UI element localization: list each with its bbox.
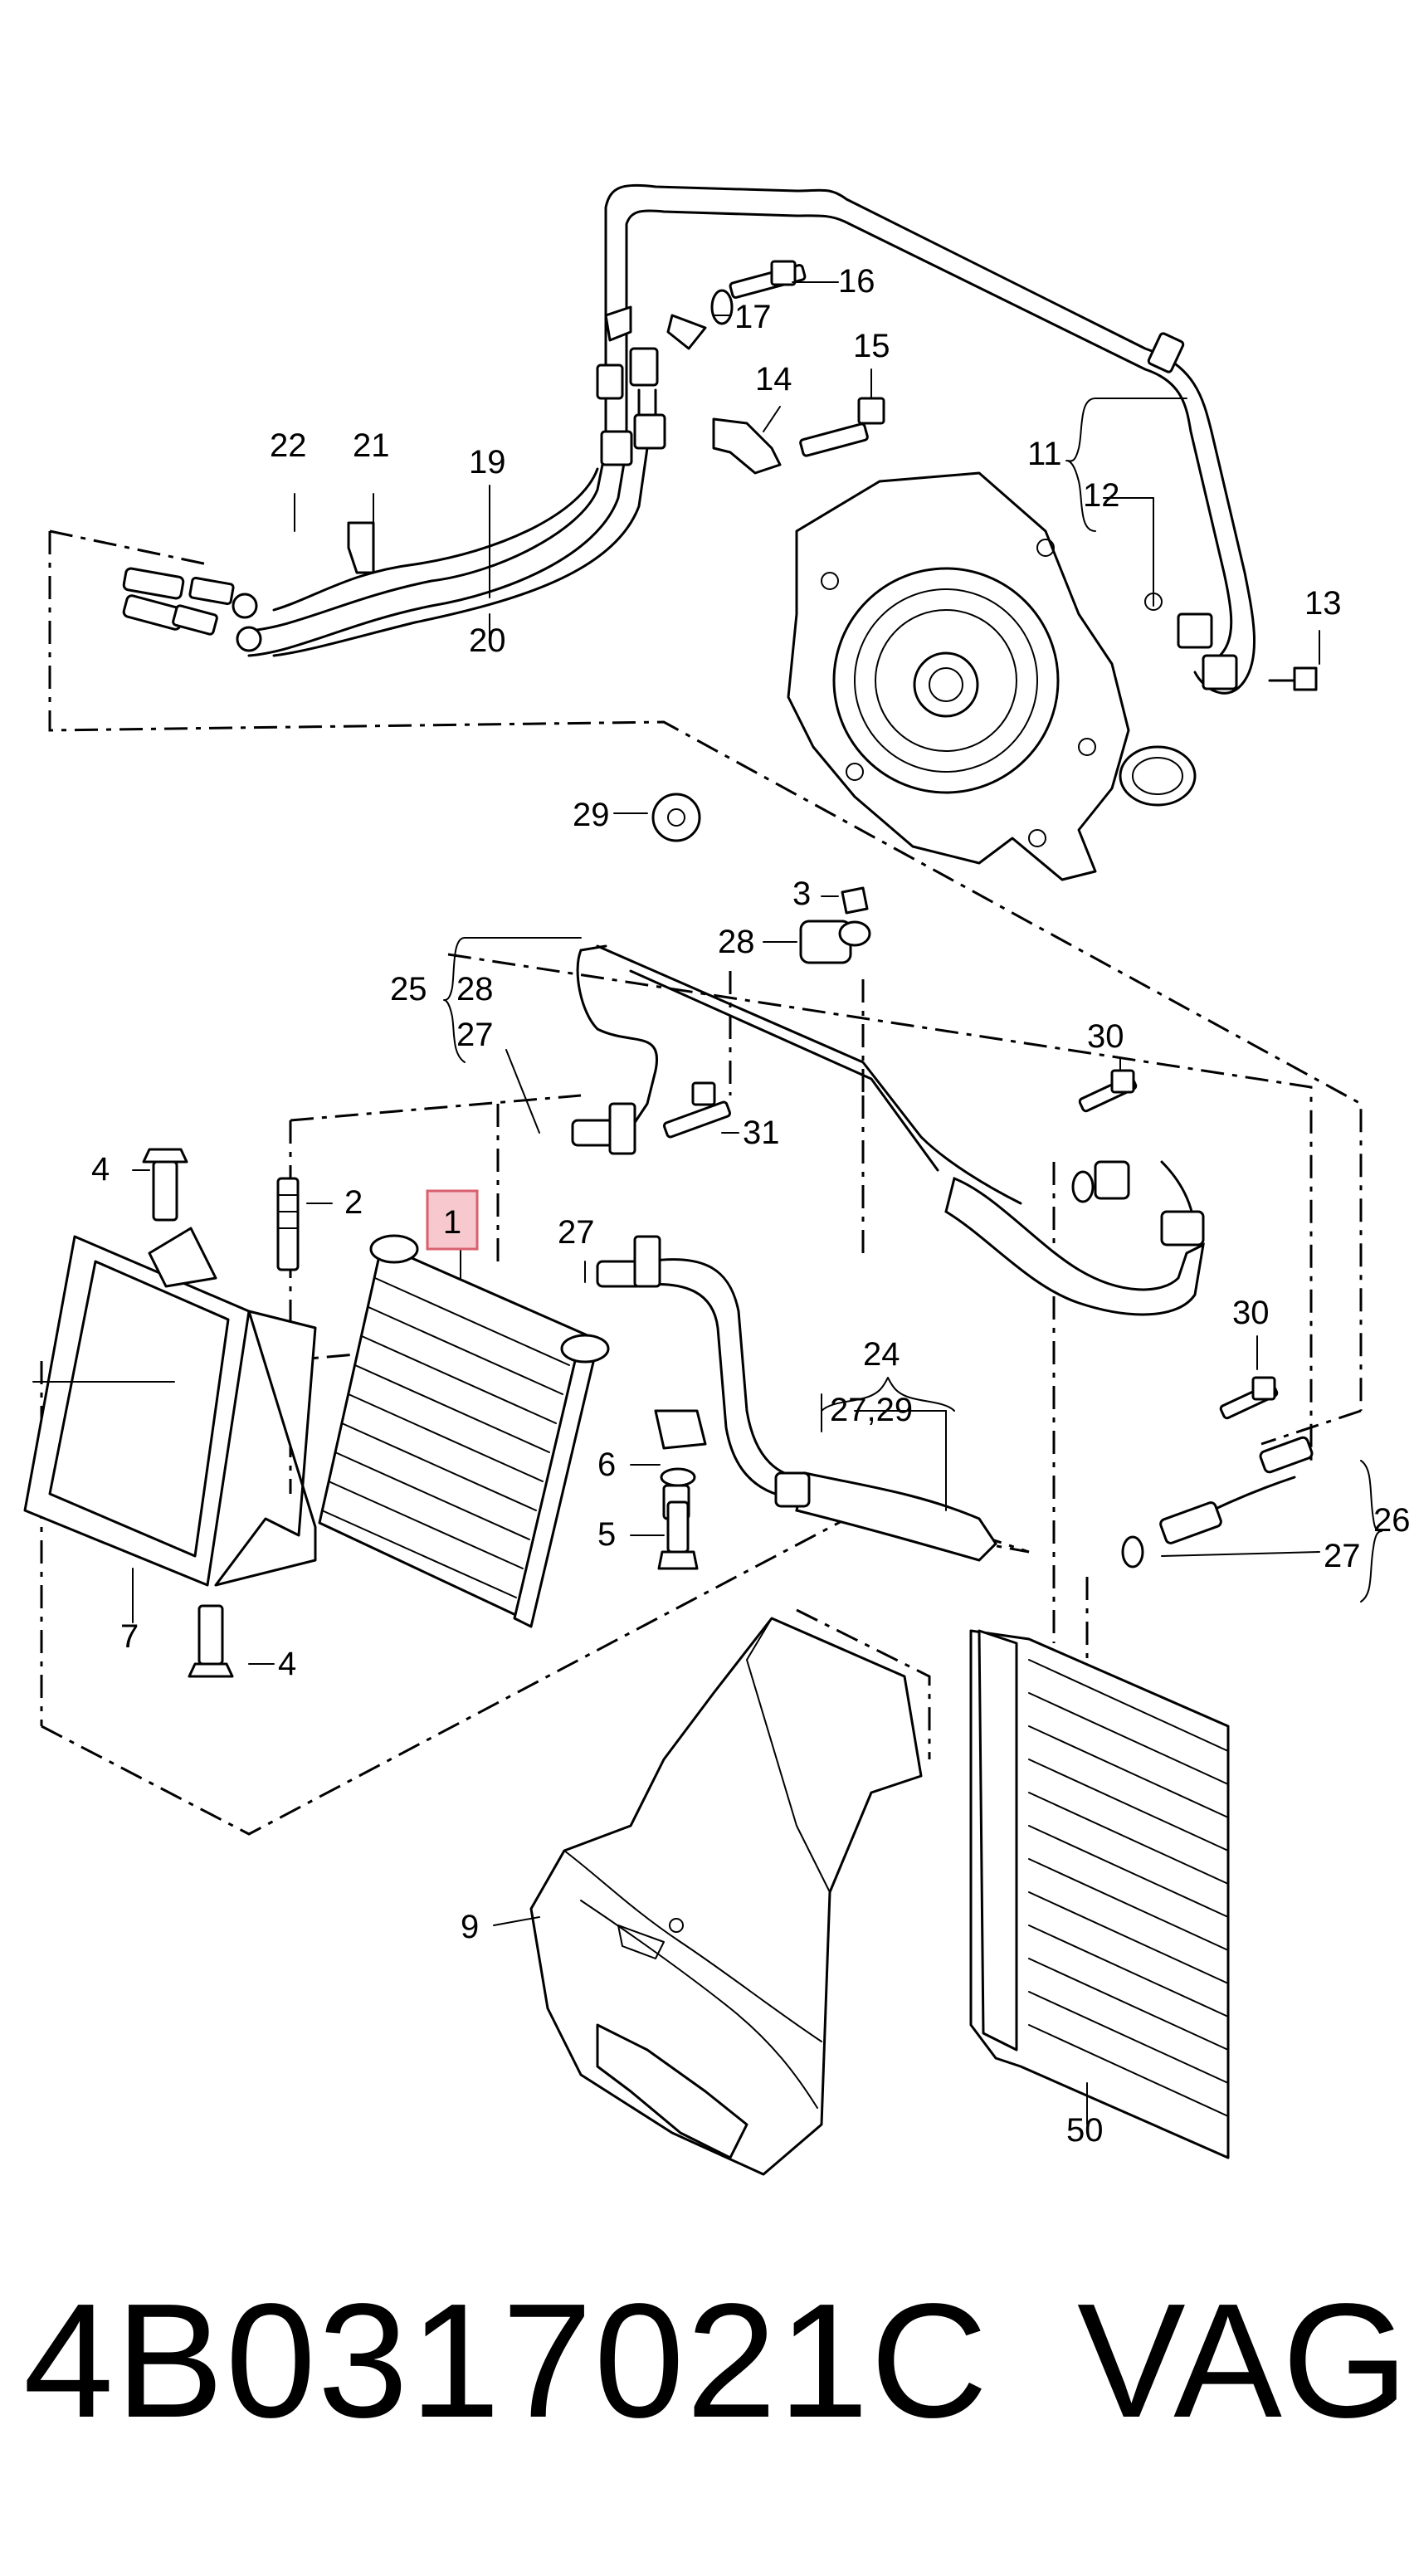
callout-12: 12 <box>1083 477 1120 514</box>
callout-24: 24 <box>863 1336 900 1373</box>
callout-26: 26 <box>1373 1502 1411 1539</box>
pipe-end-fittings <box>122 567 262 652</box>
callout-3: 3 <box>792 876 811 912</box>
callout-19: 19 <box>469 444 506 481</box>
callout-30-lower: 30 <box>1232 1295 1270 1331</box>
callout-7: 7 <box>120 1618 139 1655</box>
grommet-and-clamp <box>651 793 871 964</box>
callout-11: 11 <box>1027 436 1062 472</box>
callout-27-middle: 27 <box>558 1214 595 1251</box>
transmission-oil-pipes <box>247 183 1256 695</box>
callout-leader-lines <box>132 281 1382 2125</box>
transmission-housing <box>787 471 1197 881</box>
callout-20: 20 <box>469 622 506 659</box>
bracket-and-bolts-14-15-16 <box>710 260 885 475</box>
radiator-part-50 <box>969 1629 1230 2159</box>
callout-15: 15 <box>853 328 890 364</box>
callout-4-bottom: 4 <box>278 1646 296 1682</box>
union-fittings-12-13 <box>1144 593 1318 691</box>
callout-14: 14 <box>755 361 792 398</box>
dashed-assembly-lines <box>40 529 1363 1836</box>
callout-31: 31 <box>743 1115 780 1151</box>
cooler-bracket-part-7 <box>23 1227 317 1587</box>
oil-cooler-part-1 <box>318 1234 610 1628</box>
cooler-pipes-and-hoses <box>571 944 1314 1569</box>
callout-9: 9 <box>461 1909 479 1945</box>
callout-13: 13 <box>1304 585 1342 622</box>
callout-4-top: 4 <box>91 1151 110 1188</box>
callout-22: 22 <box>270 427 307 464</box>
callout-28-top: 28 <box>718 924 755 960</box>
callout-labels: 1 16 17 15 14 22 21 19 20 11 12 13 29 3 … <box>91 263 1411 2149</box>
callout-30-upper: 30 <box>1087 1018 1124 1055</box>
highlighted-part-box <box>426 1189 479 1251</box>
callout-27-upper: 27 <box>456 1017 494 1053</box>
callout-24-sub: 27,29 <box>830 1392 913 1428</box>
callout-16: 16 <box>838 263 875 300</box>
bolts-2-4-5-6 <box>142 1148 707 1678</box>
callout-5: 5 <box>597 1516 616 1553</box>
callout-21: 21 <box>353 427 390 464</box>
callout-2: 2 <box>344 1184 363 1221</box>
callout-17: 17 <box>734 299 772 335</box>
part-number-label: 4B0317021C <box>23 2270 990 2452</box>
brand-label: VAG <box>1077 2270 1409 2452</box>
callout-28-lower: 28 <box>456 971 494 1007</box>
callout-1: 1 <box>443 1204 461 1241</box>
callout-25: 25 <box>390 971 427 1007</box>
callout-27-right: 27 <box>1324 1538 1361 1574</box>
callout-50: 50 <box>1066 2112 1104 2149</box>
callout-29: 29 <box>573 797 610 833</box>
callout-6: 6 <box>597 1447 616 1483</box>
air-duct-part-9 <box>529 1617 923 2176</box>
